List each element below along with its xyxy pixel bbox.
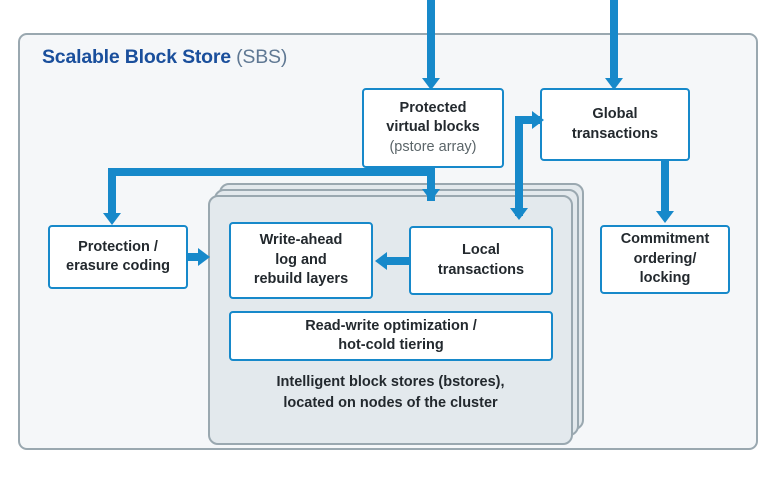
page-title: Scalable Block Store (SBS) bbox=[42, 46, 287, 69]
box-read-write-optimization[interactable]: Read-write optimization / hot-cold tieri… bbox=[229, 311, 553, 361]
bstore-caption-line-1: Intelligent block stores (bstores), bbox=[276, 374, 505, 390]
connector-external-to-pstore-arrowhead bbox=[422, 78, 440, 90]
commitment-line-2: ordering/ bbox=[633, 250, 697, 267]
box-write-ahead-log-label: Write-ahead log and rebuild layers bbox=[249, 231, 353, 289]
local-line-1: Local bbox=[462, 242, 500, 259]
connector-pstore-to-panel-arrowhead bbox=[422, 189, 440, 201]
box-write-ahead-log[interactable]: Write-ahead log and rebuild layers bbox=[229, 222, 373, 299]
bstore-caption-line-2: located on nodes of the cluster bbox=[283, 394, 498, 411]
commitment-line-1: Commitment bbox=[620, 231, 710, 248]
wal-line-1: Write-ahead bbox=[259, 232, 343, 249]
connector-local-to-wal-line bbox=[387, 257, 411, 265]
pstore-line-3: (pstore array) bbox=[389, 138, 477, 155]
box-commitment-ordering-locking[interactable]: Commitment ordering/ locking bbox=[600, 225, 730, 294]
protection-line-1: Protection / bbox=[78, 238, 158, 255]
box-protected-virtual-blocks-label: Protected virtual blocks (pstore array) bbox=[381, 99, 484, 157]
global-line-1: Global bbox=[592, 106, 638, 123]
connector-external-to-global-arrowhead bbox=[605, 78, 623, 90]
connector-pstore-to-protection-horizontal bbox=[108, 168, 435, 176]
connector-riser-to-local-arrowhead bbox=[510, 208, 528, 220]
pstore-line-1: Protected bbox=[399, 99, 467, 116]
box-local-transactions-label: Local transactions bbox=[433, 241, 529, 280]
connector-pstore-to-protection-arrowhead bbox=[103, 213, 121, 225]
connector-pstore-stem bbox=[427, 168, 435, 201]
title-strong: Scalable Block Store bbox=[42, 46, 231, 68]
connector-protection-to-panel-arrowhead bbox=[198, 248, 210, 266]
box-global-transactions[interactable]: Global transactions bbox=[540, 88, 690, 161]
connector-riser-vertical bbox=[515, 116, 523, 216]
connector-riser-to-global-horizontal bbox=[515, 116, 540, 124]
connector-external-to-global-line bbox=[610, 0, 618, 80]
rwopt-line-2: hot-cold tiering bbox=[338, 337, 444, 353]
rwopt-line-1: Read-write optimization / bbox=[305, 317, 477, 334]
connector-global-to-commitment-line bbox=[661, 161, 669, 217]
box-commitment-ordering-locking-label: Commitment ordering/ locking bbox=[616, 230, 715, 288]
bstore-panel-caption: Intelligent block stores (bstores), loca… bbox=[208, 372, 573, 413]
wal-line-2: log and bbox=[275, 251, 327, 268]
connector-riser-to-global-arrowhead bbox=[532, 111, 544, 129]
local-line-2: transactions bbox=[437, 261, 525, 278]
connector-external-to-pstore-line bbox=[427, 0, 435, 80]
commitment-line-3: locking bbox=[639, 270, 691, 287]
box-local-transactions[interactable]: Local transactions bbox=[409, 226, 553, 295]
connector-local-to-wal-arrowhead bbox=[375, 252, 387, 270]
box-protection-erasure-coding-label: Protection / erasure coding bbox=[61, 238, 175, 277]
connector-global-to-commitment-arrowhead bbox=[656, 211, 674, 223]
global-line-2: transactions bbox=[571, 125, 659, 142]
wal-line-3: rebuild layers bbox=[253, 271, 349, 288]
connector-protection-to-panel-line bbox=[188, 253, 202, 261]
protection-line-2: erasure coding bbox=[66, 258, 170, 274]
box-global-transactions-label: Global transactions bbox=[567, 105, 663, 144]
title-light: (SBS) bbox=[236, 46, 288, 68]
box-read-write-optimization-label: Read-write optimization / hot-cold tieri… bbox=[300, 317, 482, 356]
pstore-line-2: virtual blocks bbox=[386, 119, 480, 136]
box-protection-erasure-coding[interactable]: Protection / erasure coding bbox=[48, 225, 188, 289]
box-protected-virtual-blocks[interactable]: Protected virtual blocks (pstore array) bbox=[362, 88, 504, 168]
connector-pstore-to-protection-vertical bbox=[108, 168, 116, 216]
